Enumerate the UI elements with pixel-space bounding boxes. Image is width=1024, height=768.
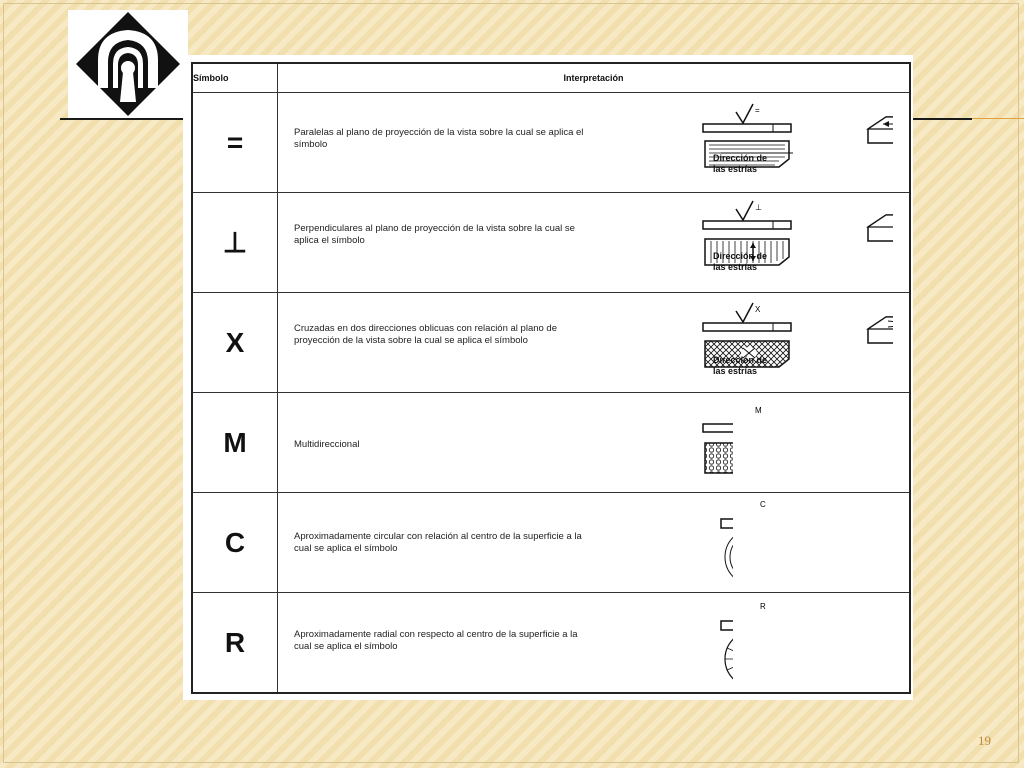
lay-tag: C xyxy=(760,500,766,509)
interpretation-text: Aproximadamente circular con relación al… xyxy=(294,531,582,554)
page-number: 19 xyxy=(978,733,991,748)
interpretation-cell: Aproximadamente radial con respecto al c… xyxy=(277,592,911,694)
table-row: M Multidireccional M xyxy=(191,392,911,493)
lay-tag-holder: C xyxy=(760,500,766,509)
interpretation-cell: Paralelas al plano de proyección de la v… xyxy=(277,92,911,193)
circular-lay-figure xyxy=(720,518,733,578)
lay-symbol-crossed: X xyxy=(191,292,278,393)
interpretation-text: Paralelas al plano de proyección de la v… xyxy=(294,127,584,150)
lay-tag: ⊥ xyxy=(755,203,762,212)
header-symbol: Símbolo xyxy=(191,62,278,93)
table-row: R Aproximadamente radial con respecto al… xyxy=(191,592,911,694)
table-row: = Paralelas al plano de proyección de la… xyxy=(191,92,911,193)
lay-tag: = xyxy=(755,106,760,115)
crossed-lay-figure: X xyxy=(702,302,893,368)
header-rule-left xyxy=(60,118,188,120)
header-rule-right xyxy=(910,118,972,120)
interpretation-text: Aproximadamente radial con respecto al c… xyxy=(294,629,578,652)
table-row: X Cruzadas en dos direcciones oblicuas c… xyxy=(191,292,911,393)
interpretation-cell: Aproximadamente circular con relación al… xyxy=(277,492,911,593)
lay-symbol-perpendicular: ⊥ xyxy=(191,192,278,293)
striation-direction-label: Dirección de las estrías xyxy=(713,251,768,272)
interpretation-cell: Perpendiculares al plano de proyección d… xyxy=(277,192,911,293)
table-header-row: Símbolo Interpretación xyxy=(191,62,911,93)
striation-direction-label: Dirección de las estrías xyxy=(713,355,768,376)
interpretation-text: Perpendiculares al plano de proyección d… xyxy=(294,223,575,246)
radial-lay-figure xyxy=(720,620,733,680)
keyhole-arch-logo-icon xyxy=(76,12,180,116)
lay-tag: M xyxy=(755,406,762,415)
interpretation-cell: Cruzadas en dos direcciones oblicuas con… xyxy=(277,292,911,393)
lay-tag: X xyxy=(755,305,761,314)
interpretation-text: Multidireccional xyxy=(294,439,360,450)
header-interpretation: Interpretación xyxy=(277,62,911,93)
lay-tag-holder: M xyxy=(755,406,762,415)
interpretation-cell: Multidireccional M xyxy=(277,392,911,493)
lay-symbols-table: Símbolo Interpretación = Paralelas al pl… xyxy=(191,62,911,694)
lay-symbol-parallel: = xyxy=(191,92,278,193)
logo xyxy=(68,10,188,118)
lay-symbol-radial: R xyxy=(191,592,278,694)
lay-symbol-circular: C xyxy=(191,492,278,593)
multidirectional-lay-figure xyxy=(702,423,733,474)
lay-symbol-multidirectional: M xyxy=(191,392,278,493)
striation-direction-label: Dirección de las estrías xyxy=(713,153,768,174)
table-row: ⊥ Perpendiculares al plano de proyección… xyxy=(191,192,911,293)
slide-frame xyxy=(3,3,1019,763)
header-rule-accent xyxy=(972,118,1024,119)
interpretation-text: Cruzadas en dos direcciones oblicuas con… xyxy=(294,323,557,346)
lay-tag-holder: R xyxy=(760,602,766,611)
lay-symbols-table-card: Símbolo Interpretación = Paralelas al pl… xyxy=(183,55,913,700)
table-row: C Aproximadamente circular con relación … xyxy=(191,492,911,593)
lay-tag: R xyxy=(760,602,766,611)
perpendicular-lay-figure: ⊥ xyxy=(702,200,893,266)
parallel-lay-figure: = xyxy=(702,103,893,168)
